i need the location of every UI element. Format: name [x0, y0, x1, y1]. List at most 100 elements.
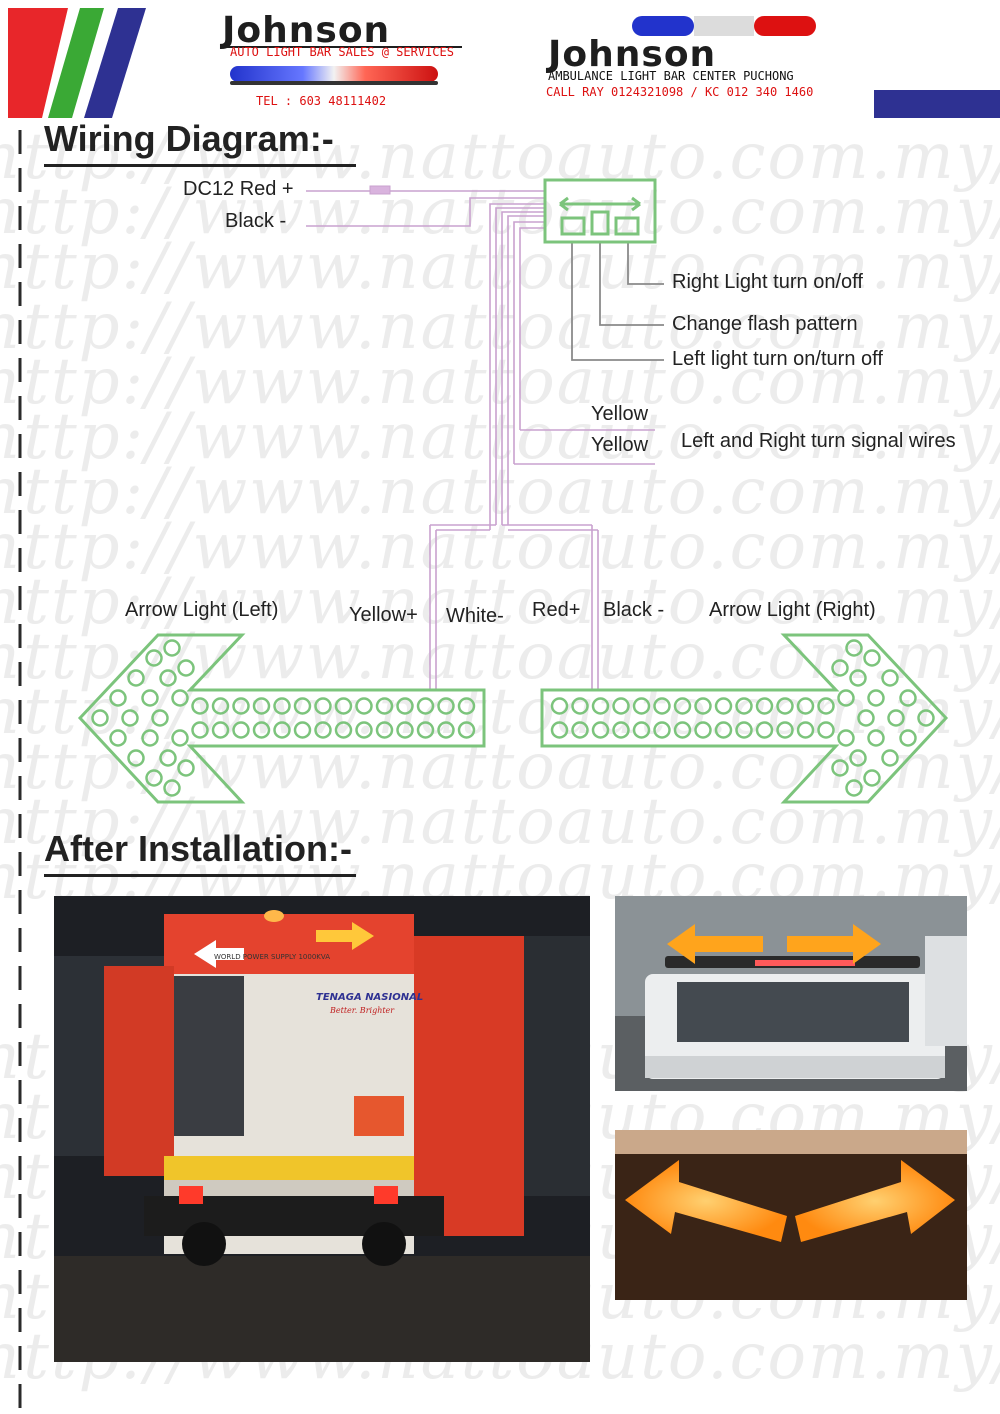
led-dot — [632, 721, 651, 739]
led-dot — [653, 697, 671, 715]
led-dot — [591, 721, 610, 739]
led-dot — [145, 769, 163, 787]
led-dot — [127, 749, 145, 767]
led-dot — [355, 721, 373, 739]
led-dot — [437, 721, 455, 739]
pickup-photo — [615, 896, 967, 1091]
label-left-light: Left light turn on/turn off — [672, 348, 883, 370]
led-dot — [273, 721, 291, 739]
led-dot — [694, 697, 712, 715]
led-dot — [293, 697, 312, 715]
led-dot — [293, 721, 312, 739]
led-dot — [571, 721, 589, 739]
label-black-minus: Black - — [225, 210, 287, 232]
truck-panel-text: WORLD POWER SUPPLY 1000KVA — [214, 953, 330, 961]
led-dot — [457, 697, 476, 715]
label-yellow-2: Yellow — [591, 434, 649, 456]
truck-photo: WORLD POWER SUPPLY 1000KVA TENAGA NASION… — [54, 896, 590, 1362]
led-dot — [127, 669, 145, 687]
led-dot — [863, 769, 881, 787]
led-dot — [396, 697, 414, 715]
led-dot — [817, 721, 835, 739]
led-dot — [755, 697, 774, 715]
led-dot — [837, 729, 855, 747]
divider — [222, 46, 462, 48]
led-dot — [232, 721, 250, 739]
brand-right-contact: CALL RAY 0124321098 / KC 012 340 1460 — [546, 85, 814, 99]
led-dot — [837, 689, 855, 707]
led-dot — [653, 721, 671, 739]
led-dot — [177, 759, 195, 777]
led-dot — [416, 721, 435, 739]
led-dot — [396, 721, 414, 739]
led-dot — [849, 749, 867, 767]
led-dot — [571, 697, 589, 715]
led-dot — [755, 721, 774, 739]
led-dot — [375, 721, 394, 739]
led-dot — [845, 779, 863, 797]
title-underline — [44, 874, 356, 877]
led-dot — [145, 649, 163, 667]
lightbar-icon — [632, 16, 816, 36]
led-dot — [163, 779, 181, 797]
led-dot — [881, 749, 899, 767]
led-dot — [776, 721, 794, 739]
arrows-photo — [615, 1130, 967, 1300]
led-dot — [796, 697, 815, 715]
led-dot — [714, 697, 733, 715]
label-dc12-red: DC12 Red + — [183, 178, 294, 200]
led-dot — [881, 669, 899, 687]
led-dot — [863, 649, 881, 667]
led-dot — [550, 721, 569, 739]
led-dot — [612, 721, 630, 739]
label-yellow-plus: Yellow+ — [349, 604, 418, 626]
led-dot — [109, 689, 127, 707]
led-dot — [735, 697, 753, 715]
wiring-diagram-title: Wiring Diagram:- — [44, 118, 334, 159]
led-dot — [355, 697, 373, 715]
led-dot — [314, 697, 332, 715]
led-dot — [334, 721, 353, 739]
led-dot — [159, 669, 177, 687]
led-dot — [817, 697, 835, 715]
led-dot — [191, 721, 209, 739]
bottom-dashed-line — [34, 1405, 994, 1409]
led-dot — [796, 721, 815, 739]
label-yellow-1: Yellow — [591, 403, 649, 425]
led-dot — [694, 721, 712, 739]
led-dot — [91, 709, 109, 727]
led-dot — [151, 709, 169, 727]
led-dot — [163, 639, 181, 657]
brand-left-tagline: AUTO LIGHT BAR SALES @ SERVICES — [230, 45, 454, 59]
led-dot — [314, 721, 332, 739]
header-blue-bar — [874, 90, 1000, 118]
led-dot — [171, 689, 189, 707]
wiring-diagram — [77, 178, 949, 804]
led-dot — [437, 697, 455, 715]
label-arrow-right: Arrow Light (Right) — [709, 599, 876, 621]
label-white-minus: White- — [446, 605, 504, 627]
led-dot — [375, 697, 394, 715]
led-dot — [211, 697, 230, 715]
led-dot — [252, 697, 271, 715]
label-right-light: Right Light turn on/off — [672, 271, 863, 293]
led-dot — [899, 729, 917, 747]
label-arrow-left: Arrow Light (Left) — [125, 599, 279, 621]
led-dot — [141, 689, 159, 707]
led-dot — [211, 721, 230, 739]
brand-left-tel: TEL : 603 48111402 — [256, 94, 387, 108]
led-dot — [191, 697, 209, 715]
led-dot — [334, 697, 353, 715]
after-installation-title: After Installation:- — [44, 828, 353, 869]
pickup-photo-illustration — [615, 896, 967, 1091]
dashed-margin-line — [18, 130, 22, 1410]
stripes-logo — [8, 8, 146, 118]
led-dot — [550, 697, 569, 715]
led-dot — [141, 729, 159, 747]
led-dot — [831, 759, 849, 777]
led-dot — [845, 639, 863, 657]
led-dot — [673, 697, 692, 715]
led-dot — [776, 697, 794, 715]
led-dot — [735, 721, 753, 739]
led-dot — [857, 709, 875, 727]
